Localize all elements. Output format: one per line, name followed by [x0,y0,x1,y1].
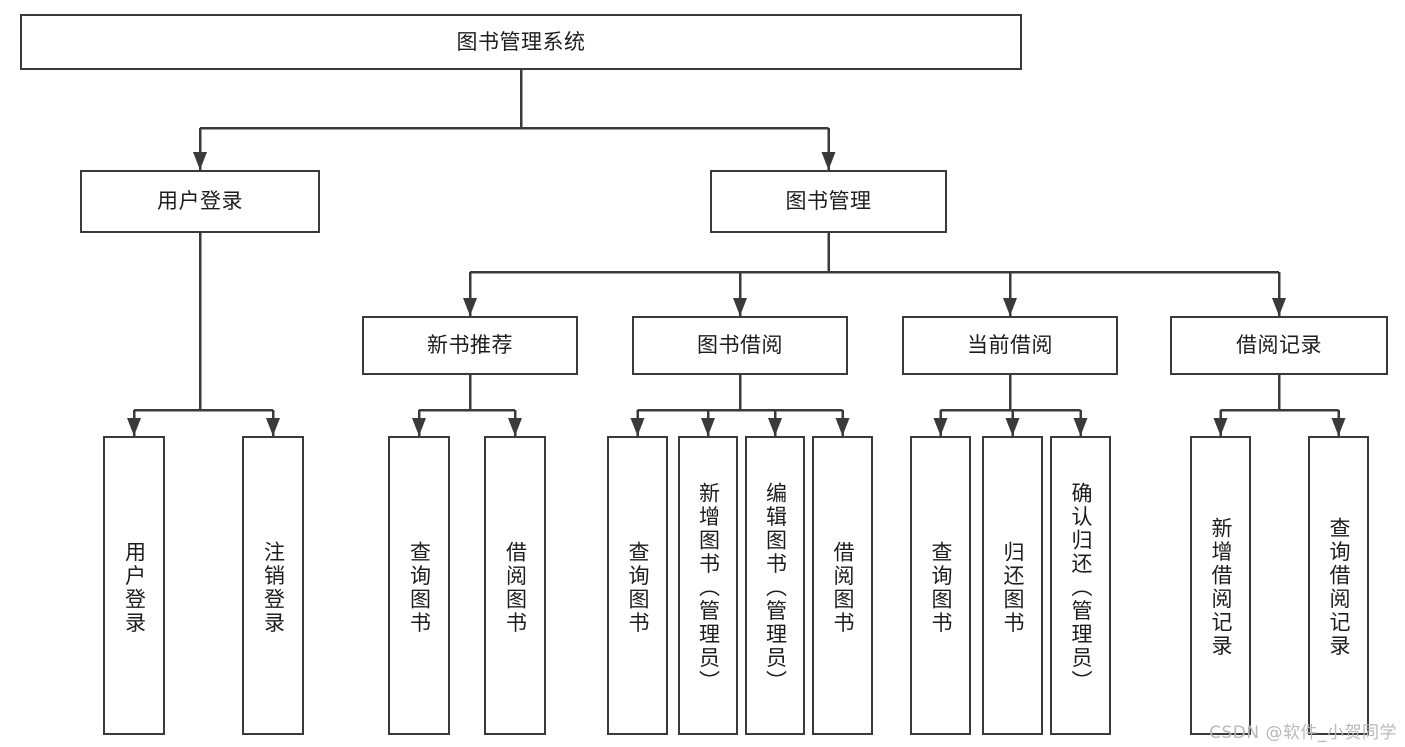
node-leaf-add-record[interactable]: 新增借阅记录 [1190,436,1251,735]
node-label: 确认归还（管理员） [1069,481,1093,694]
node-label: 图书管理 [785,189,872,214]
node-root[interactable]: 图书管理系统 [20,14,1022,70]
node-leaf-query-book-3[interactable]: 查询图书 [910,436,971,735]
arrowhead-icon [1005,418,1020,436]
node-leaf-query-record[interactable]: 查询借阅记录 [1308,436,1369,735]
node-label: 查询图书 [626,540,650,635]
node-leaf-confirm-return[interactable]: 确认归还（管理员） [1050,436,1111,735]
arrowhead-icon [1331,418,1346,436]
node-label: 查询图书 [929,540,953,635]
node-book-manage[interactable]: 图书管理 [710,170,947,233]
node-book-borrow[interactable]: 图书借阅 [632,316,848,375]
node-label: 用户登录 [157,189,243,214]
node-label: 归还图书 [1001,540,1025,635]
node-label: 新增图书（管理员） [696,481,721,694]
node-current-borrow[interactable]: 当前借阅 [902,316,1118,375]
node-label: 借阅图书 [503,540,528,635]
watermark-text: CSDN @软件_小贺同学 [1209,723,1397,743]
node-label: 图书借阅 [697,333,783,358]
node-leaf-add-book[interactable]: 新增图书（管理员） [678,436,738,735]
node-label: 新增借阅记录 [1209,517,1233,658]
arrowhead-icon [821,152,836,170]
node-label: 用户登录 [122,540,147,635]
arrowhead-icon [266,418,280,436]
arrowhead-icon [508,418,522,436]
node-label: 编辑图书（管理员） [763,481,788,694]
arrowhead-icon [701,418,715,436]
node-leaf-logout[interactable]: 注销登录 [242,436,304,735]
node-label: 图书管理系统 [456,29,586,54]
arrowhead-icon [1213,418,1228,436]
node-label: 注销登录 [261,540,286,635]
node-leaf-return-book[interactable]: 归还图书 [982,436,1043,735]
node-user-login[interactable]: 用户登录 [80,170,320,233]
node-leaf-user-login[interactable]: 用户登录 [103,436,165,735]
node-label: 查询借阅记录 [1327,517,1351,658]
arrowhead-icon [1073,418,1088,436]
node-leaf-query-book-1[interactable]: 查询图书 [388,436,450,735]
arrowhead-icon [630,418,645,436]
arrowhead-icon [835,418,850,436]
arrowhead-icon [1272,298,1286,316]
node-leaf-borrow-book-2[interactable]: 借阅图书 [812,436,873,735]
arrowhead-icon [193,152,207,170]
node-label: 借阅记录 [1236,333,1322,358]
node-leaf-borrow-book-1[interactable]: 借阅图书 [484,436,546,735]
node-new-book-rec[interactable]: 新书推荐 [362,316,578,375]
node-label: 查询图书 [407,540,432,635]
arrowhead-icon [412,418,426,436]
arrowhead-icon [463,298,477,316]
node-borrow-record[interactable]: 借阅记录 [1170,316,1388,375]
arrowhead-icon [1003,298,1017,316]
arrowhead-icon [933,418,948,436]
node-label: 新书推荐 [427,333,513,358]
node-label: 当前借阅 [967,333,1053,358]
node-label: 借阅图书 [831,540,855,635]
arrowhead-icon [733,298,747,316]
arrowhead-icon [127,418,141,436]
node-leaf-edit-book[interactable]: 编辑图书（管理员） [745,436,805,735]
node-leaf-query-book-2[interactable]: 查询图书 [607,436,668,735]
arrowhead-icon [768,418,782,436]
